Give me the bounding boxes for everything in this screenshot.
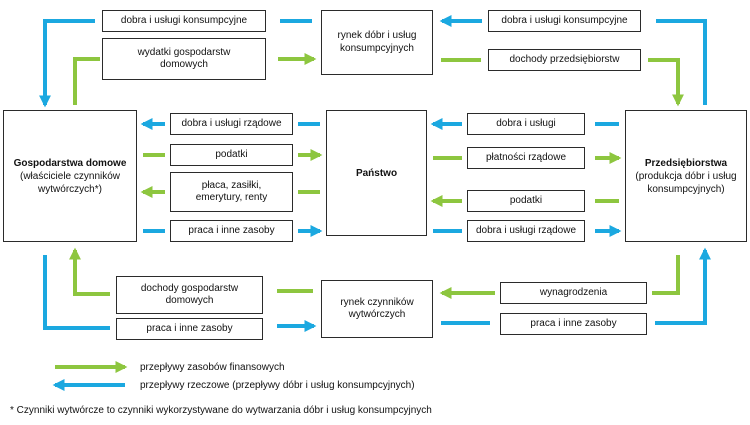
- goods-market-title: rynek dóbr i usług konsumpcyjnych: [337, 30, 417, 54]
- arrow-bottom-right-wages-from-enterprises: [652, 255, 680, 295]
- label-top-right-revenue: dochody przedsiębiorstw: [488, 49, 641, 71]
- label-mid-left-taxes: podatki: [170, 144, 293, 166]
- goods-market-node: rynek dóbr i usług konsumpcyjnych: [321, 10, 433, 75]
- enterprises-subtitle: (produkcja dóbr i usług konsumpcyjnych): [635, 170, 737, 195]
- label-top-right-goods: dobra i usługi konsumpcyjne: [488, 10, 641, 32]
- arrow-top-right-goods-from-enterprises: [656, 19, 707, 105]
- arrow-top-left-spending-from-households: [73, 57, 100, 105]
- label-top-left-spending: wydatki gospodarstw domowych: [102, 38, 266, 80]
- arrow-top-right-revenue-to-enterprises: [648, 58, 684, 107]
- label-mid-left-resources: praca i inne zasoby: [170, 220, 293, 242]
- legend-material-text: przepływy rzeczowe (przepływy dóbr i usł…: [140, 380, 415, 391]
- label-bottom-left-resources: praca i inne zasoby: [116, 318, 263, 340]
- state-title: Państwo: [355, 167, 398, 179]
- enterprises-title: Przedsiębiorstwa: [644, 157, 728, 169]
- legend-financial-text: przepływy zasobów finansowych: [140, 362, 285, 373]
- factor-market-node: rynek czynników wytwórczych: [321, 280, 433, 338]
- households-title: Gospodarstwa domowe: [13, 157, 127, 169]
- label-mid-left-transfers: płaca, zasiłki, emerytury, renty: [170, 172, 293, 212]
- arrow-top-left-goods-to-households: [39, 19, 95, 108]
- factor-market-title: rynek czynników wytwórczych: [340, 296, 414, 321]
- arrow-bottom-left-income-to-households: [69, 247, 110, 296]
- households-subtitle: (właściciele czynników wytwórczych*): [19, 170, 121, 195]
- households-node: Gospodarstwa domowe (właściciele czynnik…: [3, 110, 137, 242]
- label-mid-left-gov-goods: dobra i usługi rządowe: [170, 113, 293, 135]
- label-mid-right-gov-goods: dobra i usługi rządowe: [467, 220, 585, 242]
- label-top-left-goods: dobra i usługi konsumpcyjne: [102, 10, 266, 32]
- arrow-bottom-right-resources-to-enterprises: [655, 247, 711, 325]
- label-mid-right-taxes: podatki: [467, 190, 585, 212]
- footnote: * Czynniki wytwórcze to czynniki wykorzy…: [10, 405, 432, 416]
- label-mid-right-payments: płatności rządowe: [467, 147, 585, 169]
- state-node: Państwo: [326, 110, 427, 236]
- label-bottom-left-income: dochody gospodarstw domowych: [116, 276, 263, 314]
- label-bottom-right-resources: praca i inne zasoby: [500, 313, 647, 335]
- label-mid-right-goods: dobra i usługi: [467, 113, 585, 135]
- arrow-bottom-left-resources-from-households: [43, 255, 110, 330]
- enterprises-node: Przedsiębiorstwa (produkcja dóbr i usług…: [625, 110, 747, 242]
- label-bottom-right-wages: wynagrodzenia: [500, 282, 647, 304]
